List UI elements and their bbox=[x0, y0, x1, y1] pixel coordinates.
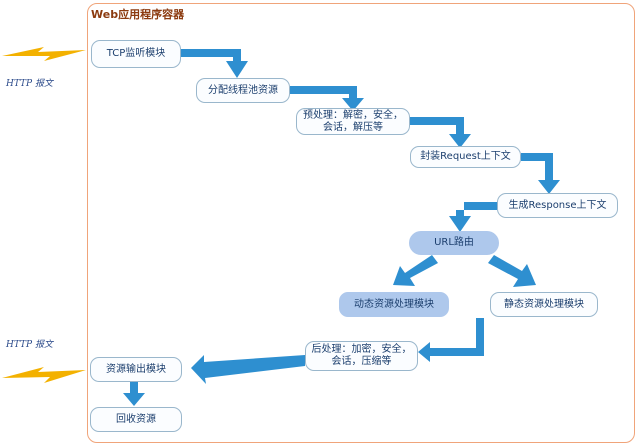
arrow-output-to-recycle bbox=[123, 380, 145, 406]
node-recycle-resources: 回收资源 bbox=[90, 407, 182, 432]
arrow-threadpool-to-preprocess bbox=[290, 86, 364, 111]
arrow-response-to-routing bbox=[449, 202, 497, 232]
arrow-request-to-response bbox=[521, 153, 560, 194]
node-thread-pool: 分配线程池资源 bbox=[196, 78, 290, 103]
arrow-to-postprocess bbox=[418, 318, 484, 362]
arrow-routing-to-dynamic bbox=[393, 255, 438, 286]
lightning-in-icon bbox=[2, 47, 86, 61]
node-wrap-request: 封装Request上下文 bbox=[410, 146, 521, 168]
arrow-routing-to-static bbox=[488, 255, 536, 287]
node-resource-output: 资源输出模块 bbox=[90, 357, 182, 382]
arrow-preprocess-to-request bbox=[410, 117, 471, 148]
lightning-out-icon bbox=[2, 367, 86, 383]
http-message-in-label: HTTP 报文 bbox=[6, 79, 53, 89]
node-dynamic-resource: 动态资源处理模块 bbox=[339, 292, 449, 317]
node-generate-response: 生成Response上下文 bbox=[497, 193, 618, 218]
node-postprocess: 后处理：加密，安全，会话，压缩等 bbox=[305, 341, 418, 371]
node-static-resource: 静态资源处理模块 bbox=[490, 292, 598, 317]
arrow-postprocess-to-output bbox=[191, 355, 305, 384]
http-message-out-label: HTTP 报文 bbox=[6, 340, 53, 350]
arrow-tcp-to-threadpool bbox=[181, 49, 248, 78]
node-tcp-listener: TCP监听模块 bbox=[91, 40, 181, 68]
diagram-title: Web应用程序容器 bbox=[91, 8, 185, 21]
node-preprocess: 预处理：解密，安全，会话，解压等 bbox=[296, 108, 410, 135]
node-url-routing: URL路由 bbox=[409, 231, 499, 255]
